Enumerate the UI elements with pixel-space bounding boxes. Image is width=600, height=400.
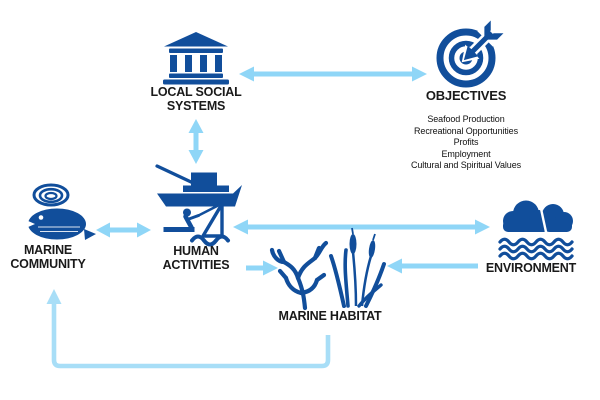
objectives-list-item: Seafood Production — [427, 114, 505, 124]
objectives-list-item: Recreational Opportunities — [414, 125, 518, 136]
target-dart-icon — [436, 17, 507, 88]
objectives-list-item: Profits — [453, 137, 479, 148]
objectives-list-item: Employment — [441, 148, 491, 159]
coral-seagrass-icon — [269, 227, 386, 311]
seagrass-icon — [329, 227, 386, 308]
arrow-community-activities — [96, 222, 151, 238]
shell-icon — [32, 183, 70, 207]
fish-icon — [27, 208, 96, 240]
local-social-systems-label: LOCAL SOCIAL SYSTEMS — [150, 85, 242, 113]
water-waves-icon — [498, 237, 574, 261]
objectives-label: OBJECTIVES — [425, 88, 507, 103]
clouds-waves-icon — [498, 200, 574, 261]
bank-building-icon — [163, 32, 229, 85]
human-activities-label: HUMAN ACTIVITIES — [162, 244, 230, 272]
arrow-environment-habitat — [387, 258, 478, 274]
arrow-habitat-community-loop — [46, 289, 331, 369]
marine-community-label: MARINE COMMUNITY — [10, 243, 86, 271]
flatfish-shell-icon — [27, 183, 96, 240]
marine-habitat-label: MARINE HABITAT — [278, 309, 382, 323]
objectives-list: Seafood Production Recreational Opportun… — [386, 114, 546, 172]
coral-icon — [269, 240, 329, 311]
arrow-socialsystems-humanactivities — [188, 119, 204, 164]
fishing-boat-fisherman-icon — [155, 164, 242, 247]
clouds-icon — [503, 200, 573, 233]
arrow-activities-environment — [233, 219, 490, 235]
arrow-activities-habitat — [246, 260, 278, 276]
objectives-list-item: Cultural and Spiritual Values — [411, 160, 521, 171]
environment-label: ENVIRONMENT — [485, 261, 577, 275]
arrow-socialsystems-objectives — [239, 66, 427, 82]
